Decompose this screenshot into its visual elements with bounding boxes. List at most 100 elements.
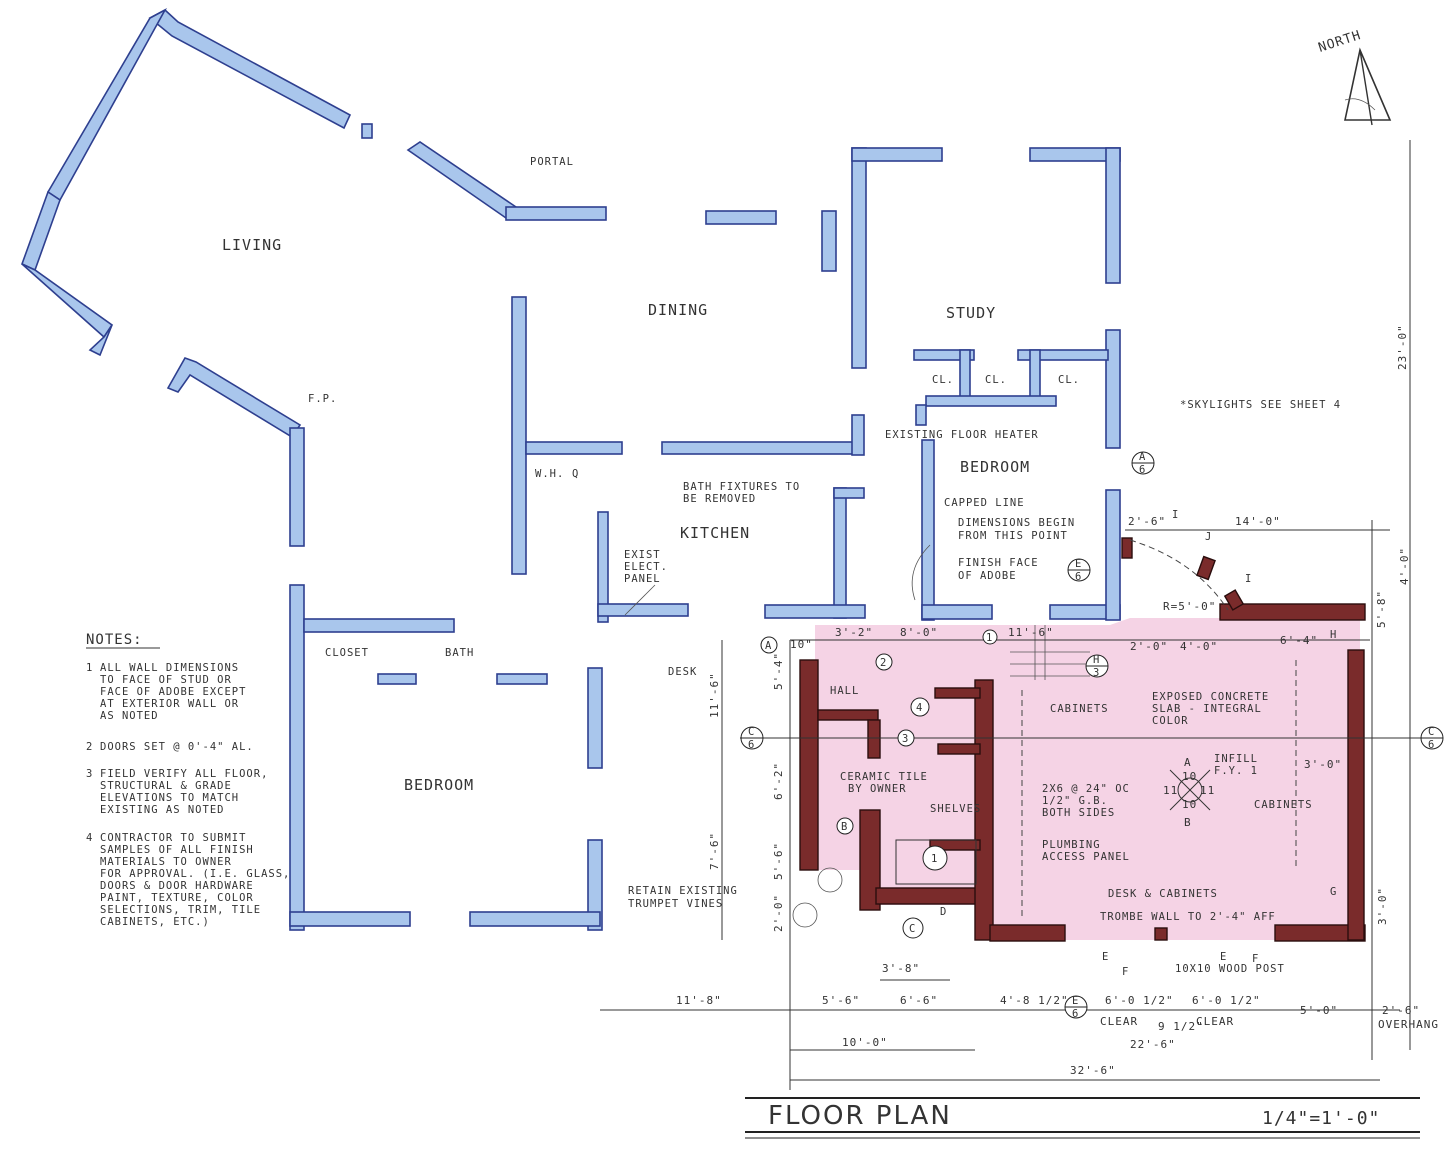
note-3-num: 3 bbox=[86, 768, 93, 780]
dim-5-6v: 5'-6" bbox=[772, 842, 785, 880]
dim-6-0b: 6'-0 1/2" bbox=[1192, 994, 1261, 1007]
svg-text:3: 3 bbox=[902, 733, 909, 745]
svg-text:2: 2 bbox=[880, 657, 887, 669]
dim-6-6: 6'-6" bbox=[900, 994, 938, 1007]
label-cabinets-right: CABINETS bbox=[1254, 799, 1313, 811]
label-framing-2: 1/2" G.B. bbox=[1042, 795, 1108, 807]
label-cabinets-upper: CABINETS bbox=[1050, 703, 1109, 715]
label-elect-panel-3: PANEL bbox=[624, 573, 661, 585]
dim-22-6: 22'-6" bbox=[1130, 1038, 1176, 1051]
tag-circles: A B C D E F E F G H I I J 1 2 3 4 1 bbox=[760, 509, 1337, 978]
note-4-line: CABINETS, ETC.) bbox=[100, 916, 210, 928]
label-framing-3: BOTH SIDES bbox=[1042, 807, 1115, 819]
dim-2-0: 2'-0" bbox=[1130, 640, 1168, 653]
label-ceramic-tile-1: CERAMIC TILE bbox=[840, 771, 928, 783]
label-dimensions-begin-2: FROM THIS POINT bbox=[958, 530, 1068, 542]
label-elect-panel-2: ELECT. bbox=[624, 561, 668, 573]
note-1-line: ALL WALL DIMENSIONS bbox=[100, 662, 239, 674]
note-4-line: SAMPLES OF ALL FINISH bbox=[100, 844, 254, 856]
existing-walls bbox=[20, 8, 1121, 931]
label-retain-vines-1: RETAIN EXISTING bbox=[628, 885, 738, 897]
label-desk-cabinets: DESK & CABINETS bbox=[1108, 888, 1218, 900]
label-cl3: CL. bbox=[1058, 374, 1080, 386]
dim-9: 9 1/2" bbox=[1158, 1020, 1204, 1033]
svg-text:6: 6 bbox=[1072, 1008, 1079, 1020]
label-existing-floor-heater: EXISTING FLOOR HEATER bbox=[885, 429, 1039, 441]
dim-7-6: 7'-6" bbox=[708, 832, 721, 870]
dim-5-8: 5'-8" bbox=[1375, 590, 1388, 628]
dim-14-0: 14'-0" bbox=[1235, 515, 1281, 528]
label-infill-1: INFILL bbox=[1214, 753, 1258, 765]
section-marker-a: A 6 bbox=[1131, 451, 1155, 476]
dim-6-2: 6'-2" bbox=[772, 762, 785, 800]
dim-11-8: 11'-8" bbox=[676, 994, 722, 1007]
svg-text:I: I bbox=[1245, 573, 1252, 585]
svg-text:1: 1 bbox=[986, 632, 993, 644]
svg-text:D: D bbox=[940, 906, 947, 918]
svg-text:G: G bbox=[1330, 886, 1337, 898]
label-hall: HALL bbox=[830, 685, 859, 697]
svg-text:E: E bbox=[1102, 951, 1109, 963]
dim-3-8: 3'-8" bbox=[882, 962, 920, 975]
dim-8-0: 8'-0" bbox=[900, 626, 938, 639]
new-walls bbox=[799, 537, 1366, 942]
dim-10in: 10" bbox=[790, 638, 813, 651]
dim-6-4: 6'-4" bbox=[1280, 634, 1318, 647]
label-plumbing-1: PLUMBING bbox=[1042, 839, 1101, 851]
dim-5-6: 5'-6" bbox=[822, 994, 860, 1007]
svg-text:B: B bbox=[1184, 816, 1192, 829]
label-bedroom-lower: BEDROOM bbox=[404, 776, 474, 794]
dim-2-6: 2'-6" bbox=[1382, 1004, 1420, 1017]
label-exposed-concrete-3: COLOR bbox=[1152, 715, 1189, 727]
label-infill-2: F.Y. 1 bbox=[1214, 765, 1258, 777]
section-marker-c-left: C 6 bbox=[740, 726, 764, 751]
svg-text:H: H bbox=[1330, 629, 1337, 641]
svg-text:A: A bbox=[1184, 756, 1192, 769]
svg-text:10: 10 bbox=[1182, 770, 1197, 783]
svg-text:J: J bbox=[1205, 531, 1212, 543]
label-bath: BATH bbox=[445, 647, 474, 659]
note-4-line: MATERIALS TO OWNER bbox=[100, 856, 232, 868]
svg-text:6: 6 bbox=[748, 739, 755, 751]
label-exposed-concrete-1: EXPOSED CONCRETE bbox=[1152, 691, 1269, 703]
dim-radius: R=5'-0" bbox=[1163, 600, 1216, 613]
svg-text:1: 1 bbox=[931, 853, 938, 865]
label-q: Q bbox=[572, 468, 579, 480]
label-elect-panel-1: EXIST bbox=[624, 549, 661, 561]
svg-text:C: C bbox=[909, 923, 916, 935]
section-marker-e-upper: E 6 bbox=[1067, 558, 1091, 583]
notes-title: NOTES: bbox=[86, 632, 143, 648]
svg-text:4: 4 bbox=[916, 702, 923, 714]
general-notes: NOTES: 1 ALL WALL DIMENSIONS TO FACE OF … bbox=[86, 632, 289, 928]
svg-text:11: 11 bbox=[1163, 784, 1178, 797]
note-4-line: CONTRACTOR TO SUBMIT bbox=[100, 832, 246, 844]
note-3-line: ELEVATIONS TO MATCH bbox=[100, 792, 239, 804]
svg-text:10: 10 bbox=[1182, 798, 1197, 811]
label-cl1: CL. bbox=[932, 374, 954, 386]
plan-linework bbox=[600, 47, 1440, 1139]
dim-3-2: 3'-2" bbox=[835, 626, 873, 639]
note-1-line: AS NOTED bbox=[100, 710, 159, 722]
dim-3-0v: 3'-0" bbox=[1376, 887, 1389, 925]
note-2-num: 2 bbox=[86, 741, 93, 753]
svg-text:E: E bbox=[1075, 558, 1082, 570]
label-wood-post: 10X10 WOOD POST bbox=[1175, 963, 1285, 975]
dim-23-0: 23'-0" bbox=[1396, 324, 1409, 370]
note-3-line: FIELD VERIFY ALL FLOOR, bbox=[100, 768, 268, 780]
dim-5-4: 5'-4" bbox=[772, 652, 785, 690]
svg-text:A: A bbox=[1139, 451, 1146, 463]
svg-text:B: B bbox=[841, 821, 848, 833]
dim-clear-2: CLEAR bbox=[1196, 1015, 1234, 1028]
label-bath-fixtures-1: BATH FIXTURES TO bbox=[683, 481, 800, 493]
dim-10-0: 10'-0" bbox=[842, 1036, 888, 1049]
label-fp: F.P. bbox=[308, 393, 337, 405]
label-living: LIVING bbox=[222, 236, 282, 254]
dim-4-8: 4'-8 1/2" bbox=[1000, 994, 1069, 1007]
label-retain-vines-2: TRUMPET VINES bbox=[628, 898, 723, 910]
svg-text:6: 6 bbox=[1428, 739, 1435, 751]
label-exposed-concrete-2: SLAB - INTEGRAL bbox=[1152, 703, 1262, 715]
svg-text:E: E bbox=[1072, 995, 1079, 1007]
svg-text:6: 6 bbox=[1139, 464, 1146, 476]
label-wh: W.H. bbox=[535, 468, 564, 480]
label-shelves: SHELVES bbox=[930, 803, 981, 815]
